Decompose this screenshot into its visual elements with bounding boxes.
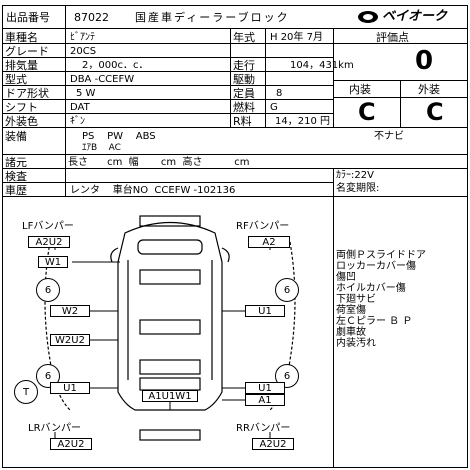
auction-category: 国産車ディーラーブロック <box>135 11 290 24</box>
condition-notes: 両側Ｐスライドドア ロッカーカバー傷 傷凹 ホイルカバー傷 下廻サビ 荷室傷 左… <box>336 250 426 349</box>
grade-label: グレード <box>5 45 49 58</box>
w2-damage: W2 <box>50 305 90 317</box>
lr-bumper-grade: A2U2 <box>50 438 92 450</box>
rating-label: 評価点 <box>376 31 409 44</box>
fuel-label: 燃料 <box>233 101 255 114</box>
note-line: ロッカーカバー傷 <box>336 261 416 272</box>
year-value: H 20年 7月 <box>270 32 323 43</box>
shift-value: DAT <box>70 102 90 113</box>
note-line: 左Ｃピラー Ｂ Ｐ <box>336 316 413 327</box>
w1-damage: W1 <box>38 256 68 268</box>
note-line: ホイルカバー傷 <box>336 283 406 294</box>
dimensions-label: 諸元 <box>5 156 27 169</box>
name-change-deadline: 名変期限: <box>336 183 380 194</box>
history-value: レンタ 車台NO CCEFW -102136 <box>70 185 236 196</box>
mileage-value: 104，431km <box>290 60 354 71</box>
rf-bumper-grade: A2 <box>248 236 290 248</box>
note-line: 劇車故 <box>336 327 366 338</box>
mileage-label: 走行 <box>233 59 255 72</box>
note-line: 下廻サビ <box>336 294 376 305</box>
a1-damage: A1 <box>245 394 285 406</box>
note-line: 内装汚れ <box>336 338 376 349</box>
shift-label: シフト <box>5 101 38 114</box>
inspection-label: 検査 <box>5 170 27 183</box>
type-value: DBA -CCEFW <box>70 74 135 85</box>
displacement-label: 排気量 <box>5 59 38 72</box>
lf-bumper-grade: A2U2 <box>28 236 70 248</box>
equipment-navi: 不ナビ <box>374 131 404 142</box>
note-line: 傷凹 <box>336 272 356 283</box>
color-code: ｶﾗｰ:22V <box>336 170 374 181</box>
rr-bumper-label: RRバンパー <box>236 423 291 434</box>
u1-right-low: U1 <box>245 382 285 394</box>
lr-bumper-label: LRバンパー <box>28 423 82 434</box>
model-value: ﾋﾞｱﾝﾃ <box>70 32 95 43</box>
lot-number-label: 出品番号 <box>6 11 50 24</box>
color-value: ｷﾞﾝ <box>70 116 85 127</box>
color-label: 外装色 <box>5 115 38 128</box>
rating-score: 0 <box>415 46 434 76</box>
interior-label: 内装 <box>349 83 371 96</box>
u1-left: U1 <box>50 382 90 394</box>
exterior-grade: C <box>426 98 444 126</box>
lf-tire: 6 <box>36 278 60 302</box>
lot-number: 87022 <box>74 11 109 24</box>
equipment-row1: PS PW ABS <box>82 131 156 142</box>
capacity-label: 定員 <box>233 87 255 100</box>
tire-t-mark: T <box>14 380 38 404</box>
displacement-value: 2，000c．c． <box>82 60 149 71</box>
auction-logo: ベイオーク <box>356 8 466 26</box>
note-line: 両側Ｐスライドドア <box>336 250 426 261</box>
rf-tire: 6 <box>275 278 299 302</box>
w2u2-damage: W2U2 <box>50 334 90 346</box>
history-label: 車歴 <box>5 184 27 197</box>
dimensions-text: 長さ cm 幅 cm 高さ cm <box>68 157 250 168</box>
note-line: 荷室傷 <box>336 305 366 316</box>
capacity-value: 8 <box>276 88 283 99</box>
center-rear-damage: A1U1W1 <box>142 390 198 402</box>
rr-tire: 6 <box>275 364 299 388</box>
grade-value: 20CS <box>70 46 97 57</box>
exterior-label: 外装 <box>418 83 440 96</box>
lf-bumper-label: LFバンパー <box>22 221 74 232</box>
equipment-row2: ｴｱB AC <box>82 143 121 153</box>
doors-value: 5 W <box>76 88 96 99</box>
type-label: 型式 <box>5 73 27 86</box>
year-label: 年式 <box>233 31 255 44</box>
drive-label: 駆動 <box>233 73 255 86</box>
rr-bumper-grade: A2U2 <box>252 438 294 450</box>
rf-bumper-label: RFバンパー <box>236 221 290 232</box>
r-price-label: R料 <box>233 115 252 128</box>
doors-label: ドア形状 <box>5 87 49 100</box>
r-price-value: 14，210 円 <box>275 116 330 127</box>
equipment-label: 装備 <box>5 130 27 143</box>
model-label: 車種名 <box>5 31 38 44</box>
u1-right-mid: U1 <box>245 305 285 317</box>
interior-grade: C <box>358 98 376 126</box>
fuel-value: G <box>270 102 278 113</box>
